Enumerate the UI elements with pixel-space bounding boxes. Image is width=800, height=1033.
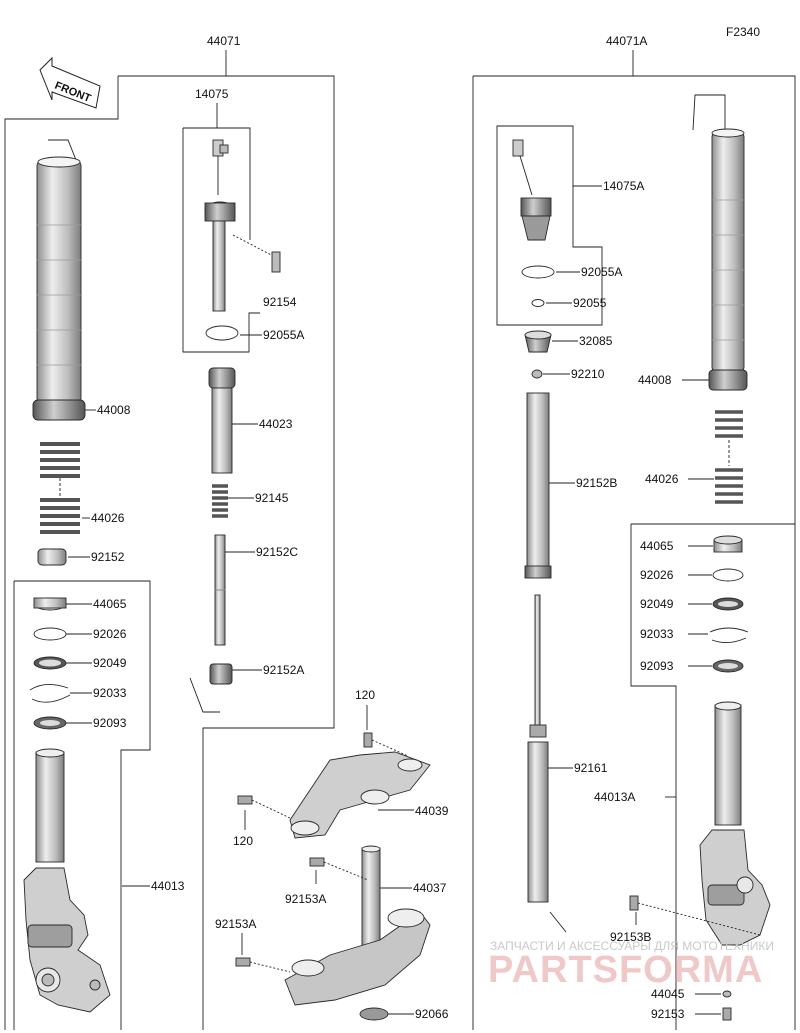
- label-44026-left: 44026: [91, 511, 125, 525]
- watermark-caption: ЗАПЧАСТИ И АКСЕССУАРЫ ДЛЯ МОТОТЕХНИКИ: [490, 939, 774, 953]
- cap-32085: [524, 330, 552, 353]
- rod-92161: [527, 594, 549, 903]
- spring-44026-right: [715, 410, 743, 504]
- right-assembly-frame: [472, 75, 796, 1030]
- label-92033-right: 92033: [640, 627, 674, 641]
- label-92152C: 92152C: [256, 545, 298, 559]
- bolt-92153B: [629, 895, 761, 936]
- label-92152A: 92152A: [263, 663, 304, 677]
- lower-triple-clamp: [284, 908, 431, 1006]
- bolt-120-left: [237, 795, 291, 819]
- nut-92152A: [209, 663, 233, 685]
- label-92153A-upper: 92153A: [285, 892, 326, 906]
- label-92055A-left: 92055A: [263, 328, 304, 342]
- label-92026-right: 92026: [640, 568, 674, 582]
- seal-group-frame: [13, 580, 151, 1030]
- label-92066: 92066: [415, 1007, 449, 1021]
- nut-92210: [531, 369, 543, 379]
- label-120-top: 120: [355, 688, 375, 702]
- label-92161: 92161: [574, 761, 608, 775]
- outer-tube-44008-right: [692, 94, 748, 391]
- seal-stack-left: [29, 597, 71, 730]
- label-44037: 44037: [413, 881, 447, 895]
- label-32085: 32085: [579, 334, 613, 348]
- bolt-120-top: [363, 732, 409, 757]
- label-44008-right: 44008: [638, 373, 672, 387]
- label-14075A: 14075A: [603, 179, 644, 193]
- diagram-code: F2340: [726, 25, 760, 39]
- label-14075: 14075: [195, 87, 229, 101]
- label-44013A: 44013A: [594, 790, 635, 804]
- collar-92152: [37, 548, 67, 566]
- label-92152B: 92152B: [576, 476, 617, 490]
- label-44045: 44045: [651, 987, 685, 1001]
- oring-92055A-right: [521, 265, 555, 279]
- outer-tube-44008-left: [32, 139, 86, 421]
- inner-tube-44013A: [699, 701, 771, 946]
- upper-triple-clamp-44039: [289, 751, 431, 839]
- label-92210: 92210: [571, 367, 605, 381]
- label-44023: 44023: [259, 417, 293, 431]
- label-92026-left: 92026: [93, 627, 127, 641]
- damper-cartridge-14075A: [512, 139, 552, 241]
- watermark-logo: PARTSFORMA: [488, 949, 763, 991]
- damper-cartridge-14075: [204, 139, 236, 312]
- tube-92152B: [524, 392, 552, 579]
- bolt-92153A-upper: [309, 857, 369, 881]
- rod-92152C: [214, 534, 226, 646]
- label-92093-left: 92093: [93, 716, 127, 730]
- bolt-92153: [722, 1007, 732, 1021]
- inner-tube-44013-left: [23, 748, 111, 1013]
- label-92152: 92152: [91, 550, 125, 564]
- label-92145: 92145: [255, 491, 289, 505]
- spring-44026-left: [40, 442, 80, 534]
- spring-92145: [212, 484, 228, 518]
- damper-group-frame: [182, 127, 260, 353]
- label-44065-left: 44065: [93, 597, 127, 611]
- label-92033-left: 92033: [93, 686, 127, 700]
- label-92049-left: 92049: [93, 656, 127, 670]
- label-44026-right: 44026: [645, 472, 679, 486]
- label-44013-left: 44013: [151, 879, 185, 893]
- right-damper-group-frame: [496, 125, 603, 326]
- label-44065-right: 44065: [640, 539, 674, 553]
- cylinder-44023: [208, 367, 236, 474]
- oring-92055A-left: [205, 325, 239, 341]
- washer-44045: [722, 990, 732, 998]
- oring-92055: [531, 299, 545, 307]
- label-92153: 92153: [651, 1007, 685, 1021]
- label-92055: 92055: [573, 296, 607, 310]
- label-92154: 92154: [263, 295, 297, 309]
- right-seal-group-frame: [630, 523, 795, 1030]
- label-92153B: 92153B: [610, 930, 651, 944]
- label-92093-right: 92093: [640, 659, 674, 673]
- assembly-left-label: 44071: [207, 34, 241, 48]
- left-assembly-frame: [4, 75, 335, 1030]
- label-120-left: 120: [233, 834, 253, 848]
- label-92153A-lower: 92153A: [215, 917, 256, 931]
- label-44039: 44039: [415, 804, 449, 818]
- seal-92066: [359, 1007, 389, 1021]
- label-92055A-right: 92055A: [581, 265, 622, 279]
- label-44008-left: 44008: [97, 403, 131, 417]
- front-arrow-icon: FRONT: [39, 56, 101, 109]
- bolt-92153A-lower: [235, 957, 291, 973]
- bolt-92154: [232, 234, 281, 273]
- assembly-right-label: 44071A: [606, 34, 647, 48]
- label-92049-right: 92049: [640, 597, 674, 611]
- seal-stack-right: [709, 535, 749, 673]
